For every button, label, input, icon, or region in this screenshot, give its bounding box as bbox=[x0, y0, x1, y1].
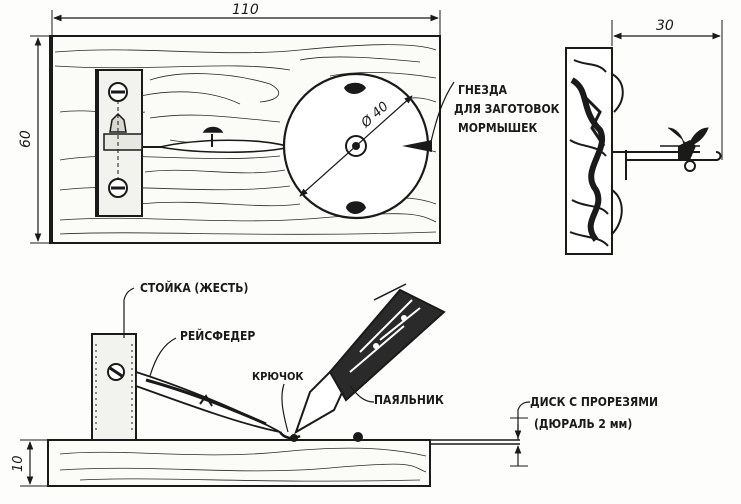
front-callouts: СТОЙКА (ЖЕСТЬ) РЕЙСФЕДЕР КРЮЧОК ПАЯЛЬНИК… bbox=[123, 280, 658, 467]
wood-block-side bbox=[565, 47, 624, 255]
label-sockets-line3: МОРМЫШЕК bbox=[458, 121, 537, 135]
dim-thickness-label: 10 bbox=[11, 455, 26, 472]
dimension-width-30: 30 bbox=[611, 18, 723, 160]
post-plate-top bbox=[95, 69, 143, 217]
drawing-pen-front bbox=[135, 370, 281, 433]
side-view: 30 bbox=[565, 18, 723, 255]
label-pen: РЕЙСФЕДЕР bbox=[180, 328, 255, 343]
label-sockets-line2: ДЛЯ ЗАГОТОВОК bbox=[454, 102, 560, 116]
dimension-height-60: 60 bbox=[18, 35, 50, 244]
soldering-iron bbox=[294, 283, 446, 435]
label-post: СТОЙКА (ЖЕСТЬ) bbox=[140, 280, 248, 295]
wood-base-front bbox=[47, 432, 520, 487]
dim-side-width-label: 30 bbox=[656, 18, 674, 34]
front-view: 10 bbox=[11, 280, 658, 487]
label-iron: ПАЯЛЬНИК bbox=[374, 393, 444, 407]
dimension-width-110: 110 bbox=[51, 2, 441, 36]
post-front bbox=[91, 333, 137, 441]
disk-top: Ø 40 bbox=[282, 72, 432, 220]
label-disk-line2: (ДЮРАЛЬ 2 мм) bbox=[534, 417, 632, 431]
top-view: 110 60 bbox=[18, 2, 560, 244]
sockets-callout: ГНЕЗДА ДЛЯ ЗАГОТОВОК МОРМЫШЕК bbox=[429, 81, 560, 147]
label-disk-line1: ДИСК С ПРОРЕЗЯМИ bbox=[530, 395, 658, 409]
hook-front bbox=[278, 431, 301, 442]
dim-height-label: 60 bbox=[18, 130, 34, 148]
label-hook: КРЮЧОК bbox=[252, 370, 303, 383]
pen-holder-side bbox=[612, 127, 722, 180]
dimension-thickness-10: 10 bbox=[11, 439, 48, 487]
label-sockets-line1: ГНЕЗДА bbox=[458, 83, 508, 97]
dim-width-label: 110 bbox=[232, 2, 259, 18]
